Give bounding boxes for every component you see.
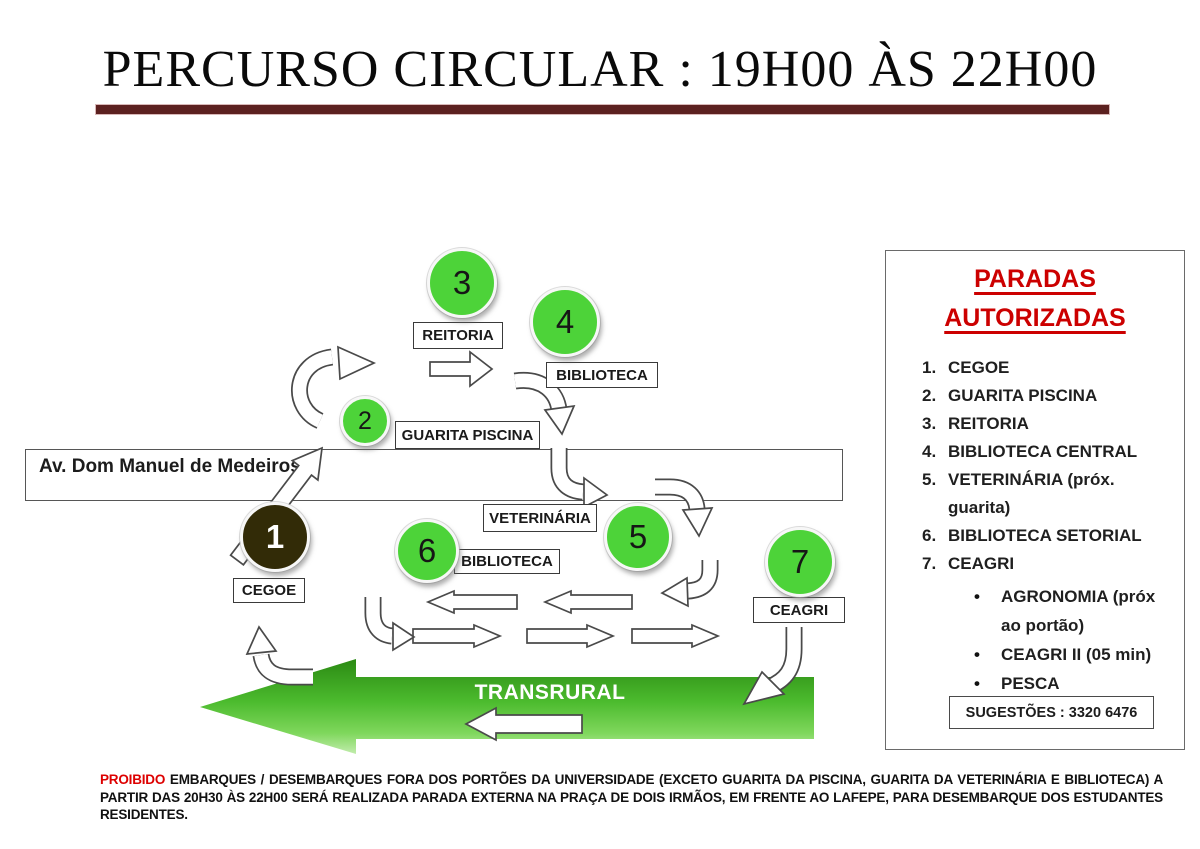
transrural-label: TRANSRURAL [474,681,626,704]
stop-circle-1: 1 [240,502,310,572]
stop-circle-6: 6 [395,519,459,583]
list-item: 3.REITORIA [922,414,1029,433]
arrow-right-2 [526,623,616,649]
prohibition-highlight: PROIBIDO [100,772,166,787]
stop-number: 1 [265,518,285,555]
label-box-guarita-piscina: GUARITA PISCINA [395,421,540,449]
arrow-left-2 [542,589,633,615]
label-box-cegoe: CEGOE [233,578,305,603]
arrow-curve-to-cegoe-up [245,625,313,686]
stops-list: 1.CEGOE 2.GUARITA PISCINA 3.REITORIA 4.B… [886,354,1184,578]
prohibition-text: EMBARQUES / DESEMBARQUES FORA DOS PORTÕE… [100,772,1163,822]
list-item: •AGRONOMIA (próx ao portão) [974,587,1156,635]
stop-number: 6 [417,532,437,569]
arrow-curve-stop6-down-right [364,597,416,652]
stop-circle-7: 7 [765,527,835,597]
stop-number: 2 [358,406,372,435]
ceagri-sub-list: •AGRONOMIA (próx ao portão) •CEAGRI II (… [886,582,1184,698]
stop-number: 4 [555,303,575,340]
stop-circle-4: 4 [530,287,600,357]
stop-circle-3: 3 [427,248,497,318]
panel-title: PARADAS AUTORIZADAS [886,260,1184,338]
stop-circle-2: 2 [340,396,390,446]
arrow-curve-stop5-down-left [660,560,719,608]
list-item: 5.VETERINÁRIA (próx. guarita) [922,470,1115,517]
label-box-biblioteca-setorial: BIBLIOTECA [454,549,560,574]
list-item: 7.CEAGRI [922,554,1015,573]
label-box-biblioteca-central: BIBLIOTECA [546,362,658,388]
title-underline [95,104,1110,115]
stop-number: 3 [452,264,472,301]
stop-circle-5: 5 [604,503,672,571]
list-item: 2.GUARITA PISCINA [922,386,1098,405]
label-box-veterinaria: VETERINÁRIA [483,504,597,532]
transrural-arrow [200,659,814,754]
arrow-left-1 [425,589,518,615]
prohibition-notice: PROIBIDO EMBARQUES / DESEMBARQUES FORA D… [100,771,1163,824]
stop-number: 5 [628,518,648,555]
suggestions-box: SUGESTÕES : 3320 6476 [949,696,1154,729]
road-label: Av. Dom Manuel de Medeiros [39,456,301,477]
arrow-curve-ceagri-down [742,627,803,706]
label-box-reitoria: REITORIA [413,322,503,349]
authorized-stops-panel: PARADAS AUTORIZADAS 1.CEGOE 2.GUARITA PI… [885,250,1185,750]
list-item: •CEAGRI II (05 min) [974,645,1152,664]
list-item: 4.BIBLIOTECA CENTRAL [922,442,1138,461]
page-title: PERCURSO CIRCULAR : 19H00 ÀS 22H00 [102,41,1098,98]
road-band: Av. Dom Manuel de Medeiros [25,449,843,501]
panel-title-line2: AUTORIZADAS [944,304,1126,332]
arrow-reitoria-right [429,350,494,388]
label-box-ceagri: CEAGRI [753,597,845,623]
list-item: 6.BIBLIOTECA SETORIAL [922,526,1142,545]
arrow-left-on-transrural [464,706,583,742]
arrow-right-3 [631,623,721,649]
stop-number: 7 [790,543,810,580]
arrow-right-1 [412,623,503,649]
list-item: 1.CEGOE [922,358,1010,377]
panel-title-line1: PARADAS [974,265,1096,293]
list-item: •PESCA [974,674,1060,693]
